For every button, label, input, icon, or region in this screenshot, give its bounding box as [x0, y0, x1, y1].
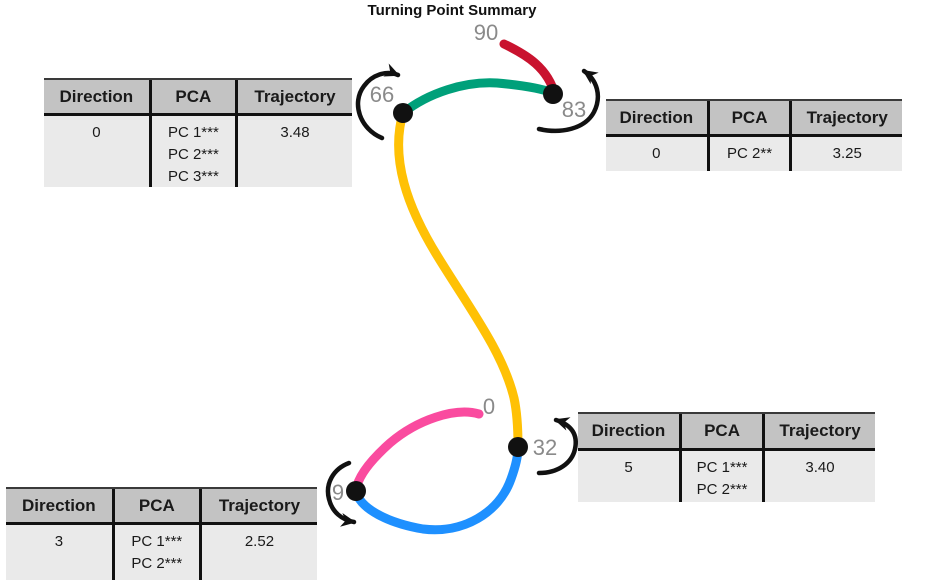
pca-value: PC 1*** PC 2*** — [111, 525, 202, 580]
col-header-trajectory: Trajectory — [218, 495, 301, 515]
col-header-trajectory: Trajectory — [806, 107, 888, 127]
segment-teal-66-83 — [398, 78, 558, 118]
turning-dot-66 — [393, 103, 413, 123]
direction-value: 3 — [54, 533, 64, 550]
col-header-trajectory: Trajectory — [779, 421, 861, 440]
turning-point-table-9: Direction PCA Trajectory 3 PC 1*** PC 2*… — [6, 487, 317, 580]
turning-point-table-66: Direction PCA Trajectory 0 PC 1*** PC 2*… — [44, 78, 352, 187]
table-row: 5 PC 1*** PC 2*** 3.40 — [578, 451, 875, 502]
direction-value: 0 — [92, 124, 101, 141]
trajectory-value: 3.48 — [280, 124, 310, 141]
col-header-pca: PCA — [678, 414, 766, 448]
col-header-pca: PCA — [148, 80, 239, 113]
col-header-direction: Direction — [59, 86, 134, 106]
table-row: 0 PC 1*** PC 2*** PC 3*** 3.48 — [44, 116, 352, 187]
pca-value: PC 1*** PC 2*** PC 3*** — [148, 116, 239, 187]
table-header-row: Direction PCA Trajectory — [6, 489, 317, 525]
turning-dot-83 — [543, 84, 563, 104]
table-row: 3 PC 1*** PC 2*** 2.52 — [6, 525, 317, 580]
pca-line: PC 1*** — [131, 533, 183, 550]
figure-title: Turning Point Summary — [367, 2, 537, 19]
point-label-83: 83 — [561, 97, 587, 122]
turning-dot-32 — [508, 437, 528, 457]
turning-point-table-32: Direction PCA Trajectory 5 PC 1*** PC 2*… — [578, 412, 875, 502]
segment-yellow-32-66 — [394, 108, 523, 451]
pca-line: PC 1*** — [696, 459, 748, 476]
rotation-arrow-32-icon — [536, 417, 578, 476]
trajectory-value: 3.25 — [832, 145, 862, 162]
rotation-arrow-66-icon — [355, 63, 401, 141]
segment-blue-9-32 — [351, 443, 523, 535]
point-label-90: 90 — [473, 20, 499, 45]
col-header-trajectory: Trajectory — [254, 86, 336, 106]
table-row: 0 PC 2** 3.25 — [606, 137, 902, 171]
col-header-direction: Direction — [591, 421, 666, 440]
trajectory-value: 3.40 — [805, 459, 835, 476]
pca-value: PC 1*** PC 2*** — [678, 451, 766, 502]
turning-point-table-83: Direction PCA Trajectory 0 PC 2** 3.25 — [606, 99, 902, 171]
point-label-32: 32 — [532, 435, 558, 460]
table-header-row: Direction PCA Trajectory — [606, 101, 902, 137]
pca-line: PC 1*** — [167, 124, 219, 141]
col-header-pca: PCA — [706, 101, 793, 134]
table-header-row: Direction PCA Trajectory — [44, 80, 352, 116]
pca-line: PC 2*** — [696, 481, 748, 498]
col-header-direction: Direction — [22, 495, 96, 515]
table-header-row: Direction PCA Trajectory — [578, 414, 875, 451]
pca-value: PC 2** — [706, 137, 793, 171]
trajectory-value: 2.52 — [244, 533, 275, 550]
turning-dot-9 — [346, 481, 366, 501]
point-label-9: 9 — [331, 480, 345, 505]
pca-line: PC 2** — [727, 145, 773, 162]
pca-line: PC 2*** — [167, 146, 219, 163]
col-header-pca: PCA — [111, 489, 202, 522]
col-header-direction: Direction — [619, 107, 694, 127]
pca-line: PC 2*** — [131, 555, 183, 572]
segment-pink-0-9 — [351, 407, 484, 495]
point-label-0: 0 — [482, 394, 496, 419]
rotation-arrow-83-icon — [536, 68, 601, 134]
direction-value: 0 — [652, 145, 661, 162]
pca-line: PC 3*** — [167, 168, 219, 185]
rotation-arrow-9-icon — [325, 460, 357, 527]
direction-value: 5 — [624, 459, 633, 476]
point-label-66: 66 — [369, 82, 395, 107]
